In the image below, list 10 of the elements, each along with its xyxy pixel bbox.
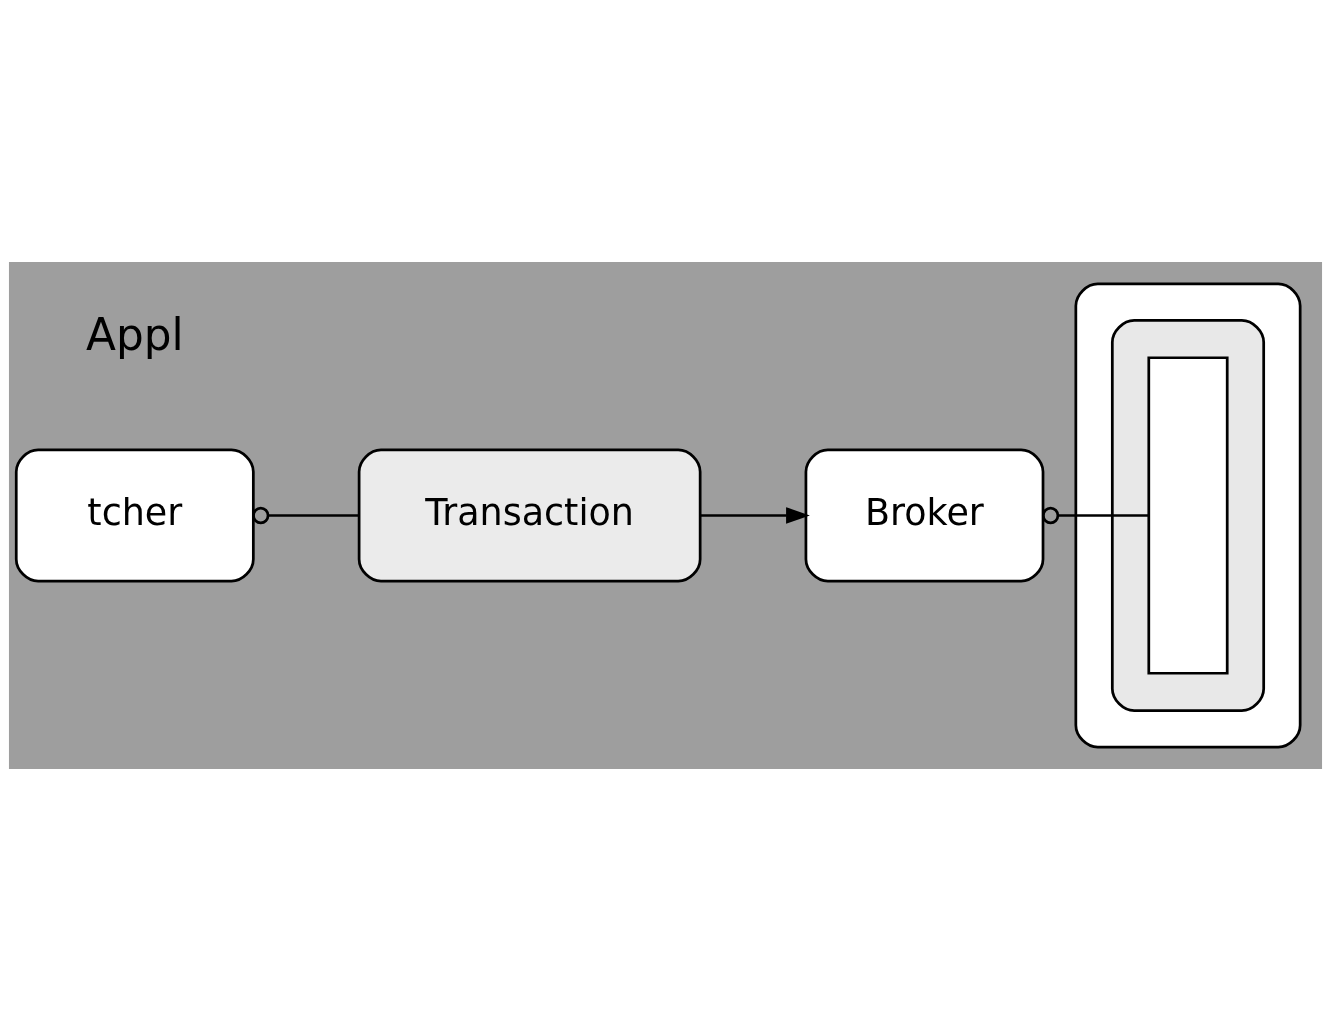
node-box <box>1147 356 1229 675</box>
node-box: Transaction <box>357 448 702 583</box>
connector <box>252 506 359 525</box>
node-box: Broker <box>804 448 1045 583</box>
cluster <box>1110 319 1266 712</box>
cluster <box>1074 282 1302 749</box>
node-box: tcher <box>14 448 255 583</box>
connector <box>1041 506 1149 525</box>
label: Appl <box>85 308 184 360</box>
arrow <box>700 507 810 524</box>
